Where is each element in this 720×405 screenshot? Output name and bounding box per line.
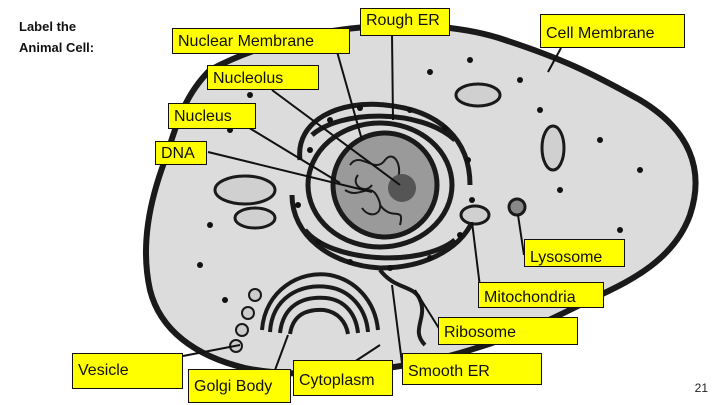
label-golgi-body: Golgi Body — [188, 369, 291, 403]
label-smooth-er: Smooth ER — [402, 353, 542, 385]
dna-strands — [344, 155, 403, 226]
instruction-text: Label the Animal Cell: — [19, 19, 95, 55]
label-cell-membrane: Cell Membrane — [540, 14, 685, 48]
label-lysosome: Lysosome — [524, 239, 625, 267]
label-dna: DNA — [155, 141, 207, 165]
label-vesicle: Vesicle — [72, 353, 183, 389]
label-ribosome: Ribosome — [438, 317, 578, 345]
label-leader-lines — [182, 33, 562, 371]
label-cytoplasm: Cytoplasm — [293, 360, 393, 396]
label-nucleus: Nucleus — [168, 103, 256, 129]
nucleus-shape — [330, 130, 440, 240]
label-mitochondria: Mitochondria — [478, 282, 604, 308]
label-rough-er: Rough ER — [360, 8, 450, 36]
smooth-er-shape — [378, 268, 427, 347]
mitochondria-shapes — [213, 82, 566, 230]
slide-number: 21 — [694, 381, 708, 395]
golgi-body-shape — [260, 272, 380, 335]
vesicle-shapes — [229, 288, 262, 353]
label-nucleolus: Nucleolus — [207, 65, 319, 90]
lysosome-shape — [507, 197, 527, 217]
label-nuclear-membrane: Nuclear Membrane — [172, 28, 350, 54]
